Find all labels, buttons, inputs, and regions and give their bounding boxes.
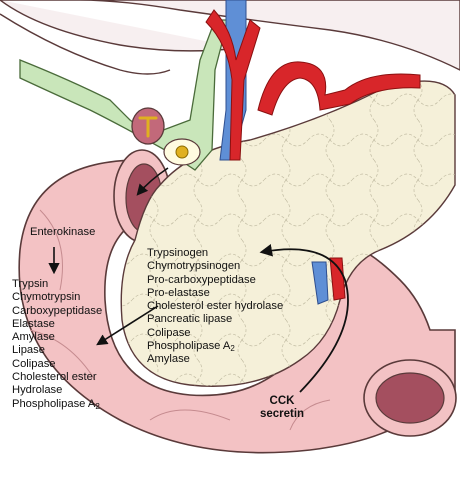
pancreas-enzyme-item-text: Pro-elastase xyxy=(147,286,210,299)
pancreas-enzyme-item-text: Trypsinogen xyxy=(147,247,209,259)
pancreas-enzyme-item: Colipase xyxy=(147,327,283,340)
arrow-duct-to-duodenum xyxy=(136,167,169,196)
active-enzyme-item: Trypsin xyxy=(12,278,102,291)
liver-edge xyxy=(0,13,171,75)
pancreas-enzyme-item: Phospholipase A2 xyxy=(147,340,283,353)
active-enzyme-item: Amylase xyxy=(12,331,102,344)
splenic-artery xyxy=(257,61,421,116)
pancreas-enzyme-item-subscript: 2 xyxy=(230,344,235,354)
pancreas-enzyme-item: Pro-elastase xyxy=(147,287,283,300)
pancreas-enzyme-item: Trypsinogen xyxy=(147,247,283,260)
duodenum-tube-lumen xyxy=(375,372,445,424)
active-enzyme-item: Hydrolase xyxy=(12,384,102,397)
pancreas-enzyme-item: Amylase xyxy=(147,353,283,366)
active-enzyme-item-text: Trypsin xyxy=(12,278,49,290)
pancreas-enzyme-item-text: Amylase xyxy=(147,353,190,366)
duodenum-fold-lines xyxy=(29,209,331,431)
hepatic-artery xyxy=(205,9,261,161)
pancreas-enzyme-item-text: Phospholipase A xyxy=(147,340,231,353)
enterokinase-label: Enterokinase xyxy=(30,226,96,238)
active-enzyme-item-text: Lipase xyxy=(12,344,45,357)
pancreas-enzyme-item-text: Colipase xyxy=(147,326,191,339)
ampulla-mark xyxy=(138,116,158,138)
arrow-cck-secretin xyxy=(259,244,349,393)
active-enzyme-item: Elastase xyxy=(12,318,102,331)
pancreas-enzyme-item: Chymotrypsinogen xyxy=(147,260,283,273)
active-enzyme-item-text: Cholesterol ester xyxy=(12,371,97,384)
bile-vesicle-core xyxy=(175,145,189,159)
active-enzyme-item-text: Elastase xyxy=(12,317,55,330)
active-enzyme-item-subscript: 2 xyxy=(95,401,100,411)
active-enzyme-item-text: Carboxypeptidase xyxy=(12,304,103,317)
pancreas-enzyme-item: Cholesterol ester hydrolase xyxy=(147,300,283,313)
active-enzyme-item: Colipase xyxy=(12,358,102,371)
active-enzyme-item-text: Phospholipase A xyxy=(12,397,96,410)
pancreas-enzyme-item: Pro-carboxypeptidase xyxy=(147,274,283,287)
active-enzyme-item: Chymotrypsin xyxy=(12,291,102,304)
arrow-activation xyxy=(96,305,159,346)
pancreas-enzyme-item-text: Pancreatic lipase xyxy=(147,313,233,326)
active-enzyme-item: Phospholipase A2 xyxy=(12,398,102,411)
active-enzyme-item-text: Colipase xyxy=(12,357,56,370)
stomach-shape xyxy=(0,0,460,71)
active-enzyme-item-text: Hydrolase xyxy=(12,384,63,397)
pancreas-enzyme-item-text: Cholesterol ester hydrolase xyxy=(147,300,284,313)
pancreas-enzyme-item-text: Chymotrypsinogen xyxy=(147,260,241,273)
secretin-label: secretin xyxy=(259,408,305,420)
mesenteric-vein xyxy=(311,261,329,305)
cck-label: CCK xyxy=(269,395,295,407)
pancreas-enzyme-item-text: Pro-carboxypeptidase xyxy=(147,273,256,286)
active-enzyme-item: Carboxypeptidase xyxy=(12,305,102,318)
duodenum xyxy=(18,159,456,454)
active-enzyme-item-text: Chymotrypsin xyxy=(12,291,81,304)
mesenteric-artery xyxy=(329,257,346,301)
active-enzyme-item: Cholesterol ester xyxy=(12,371,102,384)
pancreas-enzyme-item: Pancreatic lipase xyxy=(147,313,283,326)
active-enzyme-item: Lipase xyxy=(12,344,102,357)
active-enzyme-item-text: Amylase xyxy=(12,331,55,344)
